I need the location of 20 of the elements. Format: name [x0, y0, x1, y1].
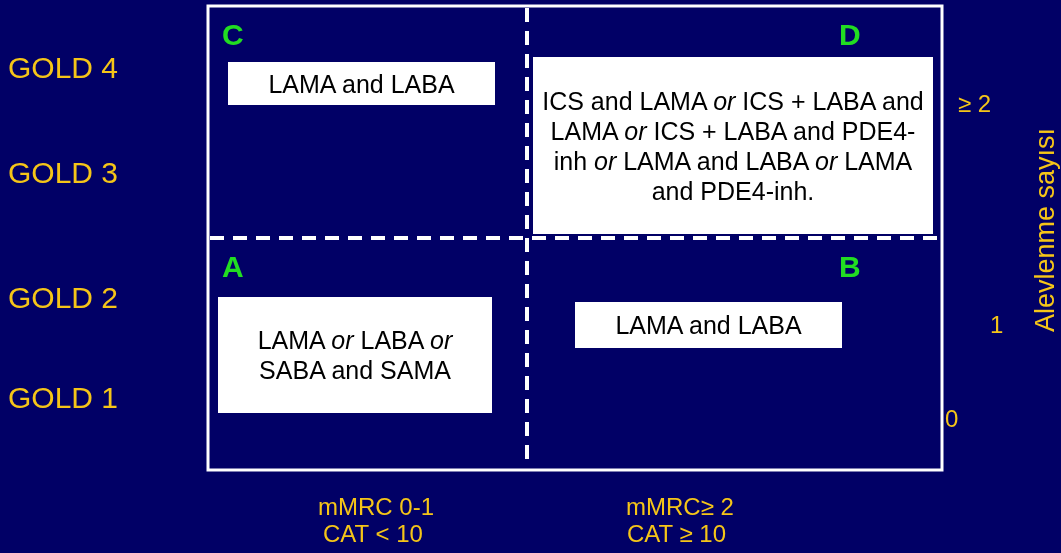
treatment-box: LAMA and LABA — [575, 302, 842, 348]
treatment-box: LAMA and LABA — [228, 62, 495, 105]
axis-label: mMRC≥ 2 — [626, 495, 734, 519]
axis-label: GOLD 2 — [8, 283, 119, 313]
axis-label: CAT < 10 — [323, 522, 423, 546]
axis-label: mMRC 0-1 — [318, 495, 434, 519]
axis-label: GOLD 4 — [8, 53, 119, 83]
quadrant-letter: B — [839, 252, 861, 282]
axis-label: 0 — [945, 407, 959, 431]
quadrant-letter: C — [222, 20, 244, 50]
axis-label: CAT ≥ 10 — [627, 522, 726, 546]
axis-label: GOLD 1 — [8, 383, 119, 413]
treatment-box: ICS and LAMA or ICS + LABA and LAMA or ICS + LABA and PDE4-inh or LAMA and LABA or LAMA and PDE4-inh. — [533, 57, 933, 234]
quadrant-letter: A — [222, 252, 244, 282]
axis-label: GOLD 3 — [8, 158, 119, 188]
axis-label: ≥ 2 — [958, 92, 992, 116]
axis-label: 1 — [990, 313, 1004, 337]
quadrant-letter: D — [839, 20, 861, 50]
treatment-box: LAMA or LABA or SABA and SAMA — [218, 297, 492, 413]
axis-title: Alevlenme sayısı — [1031, 127, 1059, 333]
